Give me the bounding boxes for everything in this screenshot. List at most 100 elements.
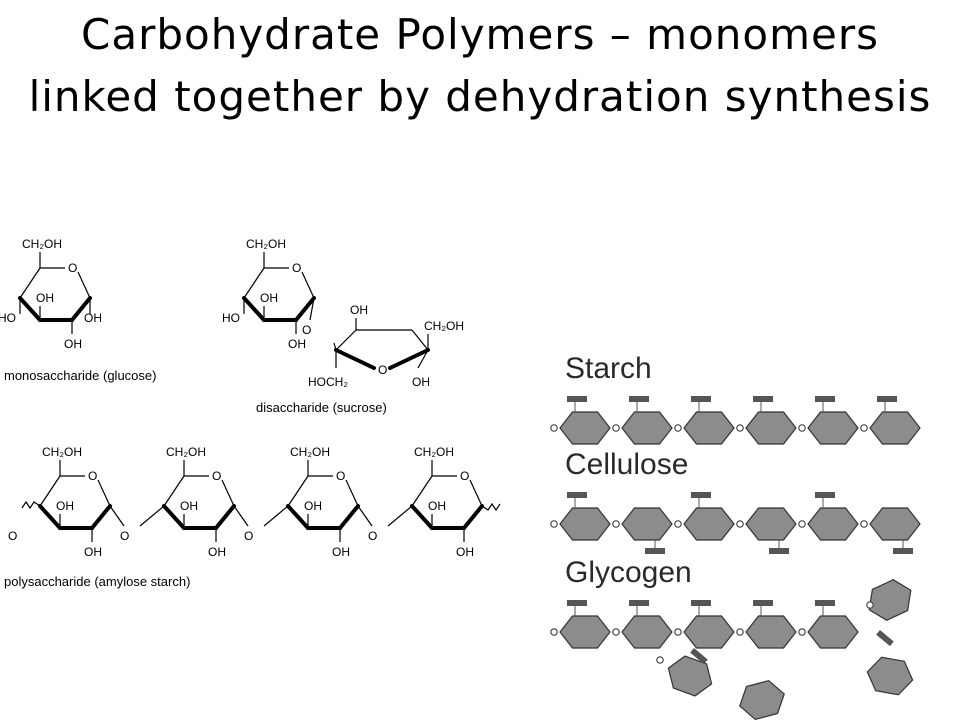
ring-bond <box>77 271 91 299</box>
linking-oxygen <box>612 628 620 636</box>
glucose-monomer <box>621 615 673 649</box>
oh-label: OH <box>456 545 474 559</box>
glycosidic-bond <box>139 505 165 527</box>
ring-oxygen: O <box>68 261 77 275</box>
side-group <box>753 396 773 402</box>
linking-oxygen <box>736 628 744 636</box>
linking-oxygen <box>674 628 682 636</box>
ring-bond-bold <box>214 504 236 530</box>
side-group <box>691 396 711 402</box>
oh-label: OH <box>288 337 306 351</box>
furanose-bond <box>334 348 376 370</box>
ring-bond <box>469 479 483 507</box>
polymer-glycogen: Glycogen <box>550 556 914 720</box>
linking-oxygen <box>550 628 558 636</box>
glycosidic-bond <box>263 505 289 527</box>
linking-oxygen <box>736 520 744 528</box>
ring-bond <box>411 475 433 507</box>
side-group <box>815 492 835 498</box>
side-group <box>691 492 711 498</box>
linking-oxygen <box>798 628 806 636</box>
glucose-monomer <box>621 507 673 541</box>
furanose-bond <box>417 349 429 369</box>
branch-monomer <box>866 656 914 696</box>
side-group <box>567 492 587 498</box>
glucose-monomer <box>745 507 797 541</box>
oh-label: OH <box>428 499 446 513</box>
ring-bond-bold <box>338 504 360 530</box>
ring-bond-bold <box>90 504 112 530</box>
ch2oh-label: CH₂OH <box>166 445 206 459</box>
oh-label: OH <box>84 545 102 559</box>
ring-bond <box>97 479 111 507</box>
side-group <box>629 396 649 402</box>
glucose-monomer <box>621 411 673 445</box>
polymer-label: Starch <box>565 352 652 385</box>
linking-oxygen <box>860 424 868 432</box>
oh-label: OH <box>208 545 226 559</box>
glycosidic-bond <box>357 505 373 527</box>
oh-label: OH <box>180 499 198 513</box>
glycosidic-bond <box>309 297 315 321</box>
oh-label: OH <box>260 291 278 305</box>
ring-bond <box>243 267 265 299</box>
glucose-monomer <box>683 507 735 541</box>
glycosidic-oxygen: O <box>368 529 377 543</box>
glucose-monomer <box>745 615 797 649</box>
ring-bond <box>345 479 359 507</box>
ch2oh-label: CH₂OH <box>424 319 464 333</box>
ch2oh-label: CH₂OH <box>246 237 286 251</box>
sucrose-structure: OCH₂OHOHOHHOOOOHCH₂OHOHHOCH₂disaccharide… <box>222 237 464 415</box>
linking-oxygen <box>550 520 558 528</box>
linking-oxygen <box>674 520 682 528</box>
glucose-monomer <box>807 615 859 649</box>
polymer-label: Cellulose <box>565 448 688 481</box>
side-group <box>629 600 649 606</box>
glucose-monomer <box>807 507 859 541</box>
ring-oxygen: O <box>336 469 345 483</box>
ring-bond <box>19 267 41 299</box>
linking-oxygen <box>674 424 682 432</box>
glucose-monomer <box>559 507 611 541</box>
glucose-monomer <box>869 507 921 541</box>
furanose-bond <box>335 329 357 351</box>
ring-bond-bold <box>242 296 266 322</box>
ring-oxygen: O <box>212 469 221 483</box>
linking-oxygen <box>860 520 868 528</box>
ring-bond-bold <box>294 296 316 322</box>
glycosidic-bond <box>109 505 125 527</box>
ch2oh-label: CH₂OH <box>22 237 62 251</box>
side-group <box>815 600 835 606</box>
ring-bond <box>287 475 309 507</box>
furanose-oxygen: O <box>378 363 387 377</box>
side-group <box>876 629 894 647</box>
ring-oxygen: O <box>292 261 301 275</box>
ring-bond-bold <box>286 504 310 530</box>
glucose-monomer <box>745 411 797 445</box>
furanose-bond <box>333 342 337 351</box>
oh-label: OH <box>332 545 350 559</box>
glucose-monomer <box>683 615 735 649</box>
ring-bond-bold <box>462 504 484 530</box>
glycosidic-bond <box>233 505 249 527</box>
polymer-cellulose: Cellulose <box>550 448 921 554</box>
linking-oxygen <box>550 424 558 432</box>
glucose-caption: monosaccharide (glucose) <box>4 368 156 383</box>
ring-bond-bold <box>410 504 434 530</box>
side-group <box>645 548 665 554</box>
glucose-monomer <box>683 411 735 445</box>
side-group <box>893 548 913 554</box>
linking-oxygen <box>866 601 874 609</box>
slide-title: Carbohydrate Polymers – monomers linked … <box>28 10 932 121</box>
linking-oxygen <box>656 656 664 664</box>
glycosidic-oxygen: O <box>302 323 311 337</box>
ch2oh-label: CH₂OH <box>414 445 454 459</box>
glucose-monomer <box>559 615 611 649</box>
ch2oh-label: CH₂OH <box>290 445 330 459</box>
ring-oxygen: O <box>460 469 469 483</box>
chain-end-squiggle <box>481 502 501 512</box>
polymer-starch: Starch <box>550 352 921 445</box>
